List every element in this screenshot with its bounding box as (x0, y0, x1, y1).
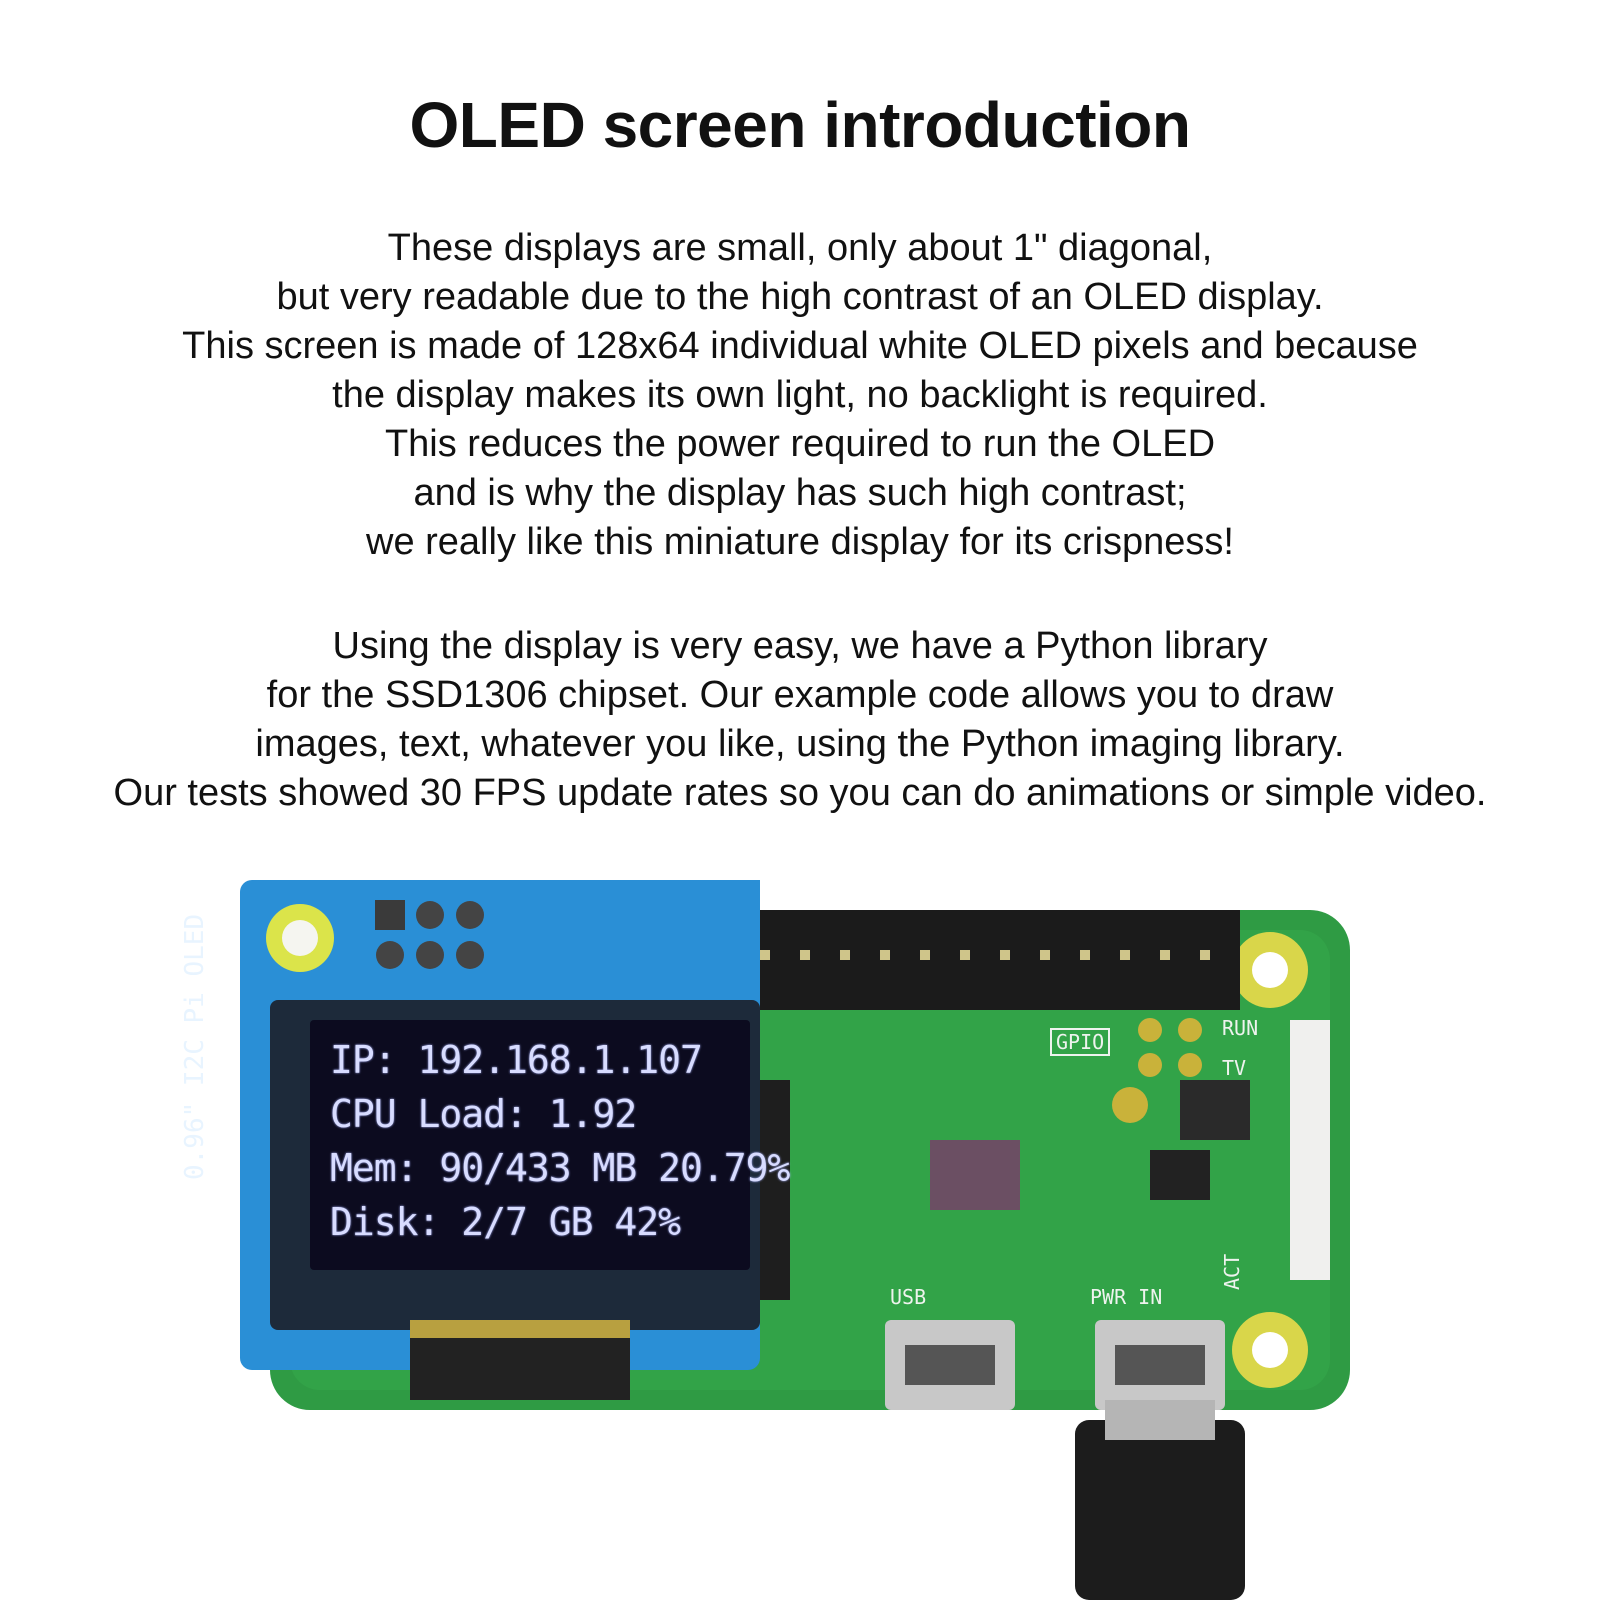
page-title: OLED screen introduction (409, 89, 1191, 161)
regulator (1150, 1150, 1210, 1200)
text-line: we really like this miniature display fo… (366, 521, 1234, 563)
tv-label: TV (1222, 1056, 1247, 1080)
oled-mem-line: Mem: 90/433 MB 20.79% (330, 1146, 790, 1190)
text-line: This screen is made of 128x64 individual… (182, 325, 1418, 367)
run-label: RUN (1222, 1016, 1259, 1040)
text-line: Our tests showed 30 FPS update rates so … (113, 772, 1487, 814)
text-line: and is why the display has such high con… (413, 472, 1187, 514)
oled-cpu-line: CPU Load: 1.92 (330, 1092, 637, 1136)
oled-disk-line: Disk: 2/7 GB 42% (330, 1200, 681, 1244)
act-label: ACT (1220, 1253, 1244, 1290)
text-line: Using the display is very easy, we have … (332, 625, 1268, 667)
intro-paragraph-1: These displays are small, only about 1" … (0, 224, 1600, 567)
inductor (1180, 1080, 1250, 1140)
oled-ip-line: IP: 192.168.1.107 (330, 1038, 703, 1082)
product-photo: IP: 192.168.1.107 CPU Load: 1.92 Mem: 90… (180, 880, 1370, 1600)
gpio-label: GPIO (1050, 1028, 1111, 1056)
text-line: This reduces the power required to run t… (384, 423, 1216, 465)
usb-label: USB (890, 1285, 927, 1309)
pwr-label: PWR IN (1090, 1285, 1163, 1309)
oled-screen: IP: 192.168.1.107 CPU Load: 1.92 Mem: 90… (310, 1020, 790, 1270)
usb-cable (1075, 1420, 1245, 1600)
soc-chip (930, 1140, 1020, 1210)
text-line: for the SSD1306 chipset. Our example cod… (266, 674, 1334, 716)
text-line: the display makes its own light, no back… (332, 374, 1268, 416)
text-line: These displays are small, only about 1" … (387, 227, 1213, 269)
text-line: but very readable due to the high contra… (276, 276, 1324, 318)
text-line: images, text, whatever you like, using t… (255, 723, 1345, 765)
camera-connector (1290, 1020, 1330, 1280)
oled-side-label: 0.96" I2C Pi OLED (180, 913, 210, 1180)
intro-paragraph-2: Using the display is very easy, we have … (0, 622, 1600, 818)
